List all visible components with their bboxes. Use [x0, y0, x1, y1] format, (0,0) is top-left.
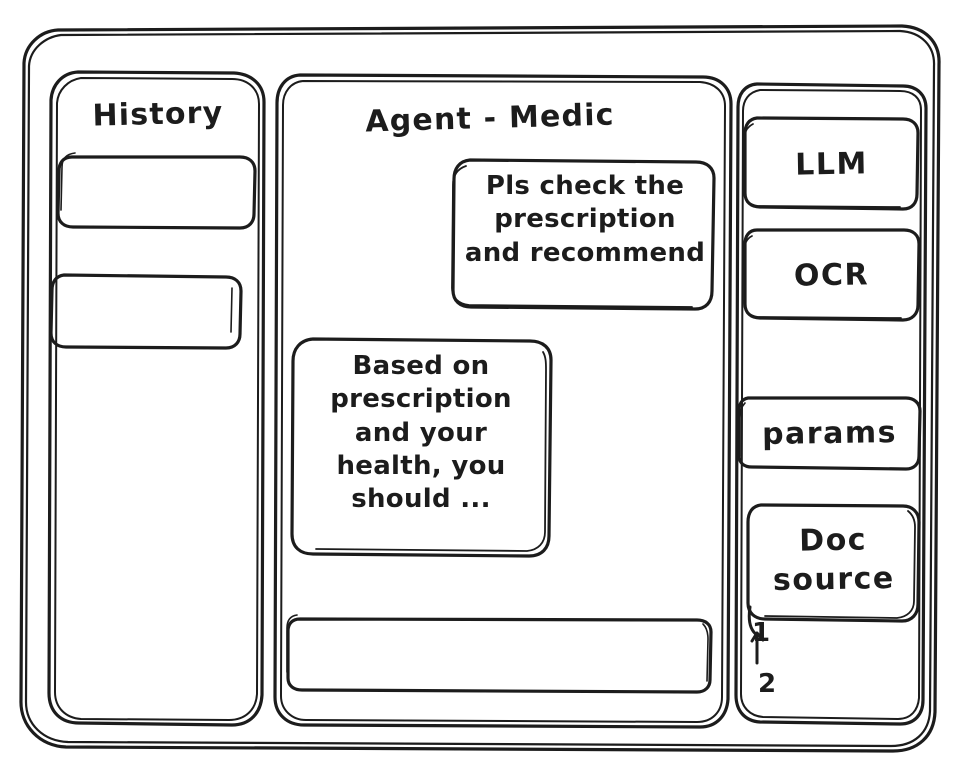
history-item-2[interactable]	[51, 274, 242, 349]
params-button[interactable]	[738, 397, 921, 470]
doc-source-button[interactable]	[747, 504, 920, 622]
doc-source-item-1[interactable]	[748, 614, 838, 652]
ocr-button[interactable]	[744, 229, 920, 321]
assistant-message-text: Based on prescription and your health, y…	[330, 351, 512, 515]
history-panel-title: History	[92, 95, 224, 134]
user-message-bubble	[453, 159, 715, 310]
doc-source-item-1-label: 1	[752, 618, 771, 648]
history-item-1[interactable]	[58, 155, 257, 229]
doc-source-item-2[interactable]	[752, 664, 842, 704]
message-input[interactable]	[287, 617, 712, 693]
llm-button[interactable]	[744, 117, 919, 210]
user-message-text: Pls check the prescription and recommend	[464, 171, 706, 268]
agent-panel-title: Agent - Medic	[364, 97, 616, 140]
doc-source-item-2-label: 2	[758, 669, 777, 699]
assistant-message-bubble	[292, 338, 552, 557]
